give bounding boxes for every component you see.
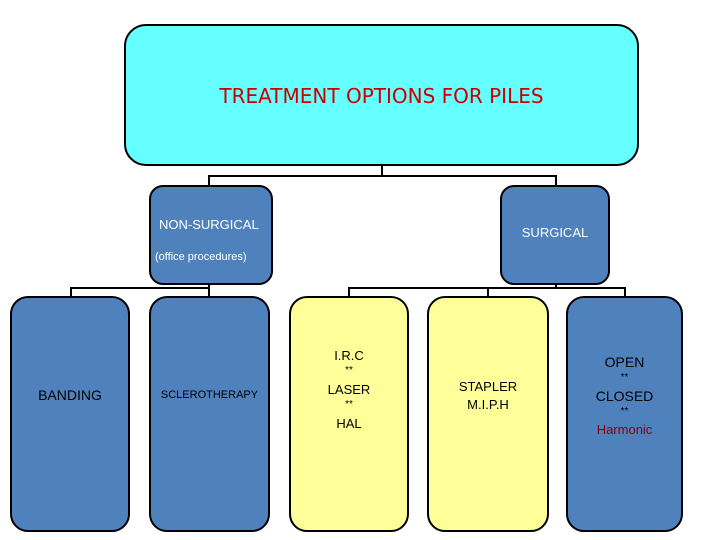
- non-surgical-bus-connector: [70, 287, 210, 289]
- banding-node: BANDING: [10, 296, 130, 532]
- surgical-drop-connector: [555, 175, 557, 186]
- non-surgical-drop-connector: [208, 175, 210, 186]
- open-label: OPEN: [604, 354, 645, 370]
- irc-drop-connector: [348, 287, 350, 297]
- surgical-label: SURGICAL: [521, 225, 589, 240]
- irc-separator-2: **: [345, 399, 353, 410]
- stapler-drop-connector: [487, 287, 489, 297]
- diagram-title: TREATMENT OPTIONS FOR PILES: [219, 84, 544, 108]
- miph-label: M.I.P.H: [467, 397, 509, 412]
- open-closed-node: OPEN ** CLOSED ** Harmonic: [566, 296, 683, 532]
- root-node: TREATMENT OPTIONS FOR PILES: [124, 24, 639, 166]
- irc-label: I.R.C: [334, 348, 364, 363]
- harmonic-label: Harmonic: [596, 422, 653, 437]
- root-stem-connector: [381, 166, 383, 176]
- surgical-node: SURGICAL: [500, 185, 610, 285]
- laser-label: LASER: [327, 382, 371, 397]
- non-surgical-node: NON-SURGICAL (office procedures): [149, 185, 273, 285]
- irc-node: I.R.C ** LASER ** HAL: [289, 296, 409, 532]
- banding-label: BANDING: [38, 387, 102, 403]
- open-closed-separator-2: **: [620, 406, 629, 417]
- irc-separator-1: **: [345, 365, 353, 376]
- open-closed-drop-connector: [624, 287, 626, 297]
- stapler-label: STAPLER: [458, 379, 518, 394]
- non-surgical-label: NON-SURGICAL: [159, 217, 259, 232]
- closed-label: CLOSED: [595, 388, 654, 404]
- sclerotherapy-node: SCLEROTHERAPY: [149, 296, 270, 532]
- hal-label: HAL: [336, 416, 362, 431]
- root-bus-connector: [208, 175, 557, 177]
- non-surgical-stem-connector: [208, 284, 210, 288]
- sclerotherapy-label: SCLEROTHERAPY: [160, 389, 259, 401]
- sclerotherapy-drop-connector: [208, 287, 210, 297]
- open-closed-separator-1: **: [620, 372, 629, 383]
- surgical-stem-connector: [555, 284, 557, 288]
- non-surgical-sublabel: (office procedures): [155, 251, 247, 263]
- banding-drop-connector: [70, 287, 72, 297]
- stapler-node: STAPLER M.I.P.H: [427, 296, 549, 532]
